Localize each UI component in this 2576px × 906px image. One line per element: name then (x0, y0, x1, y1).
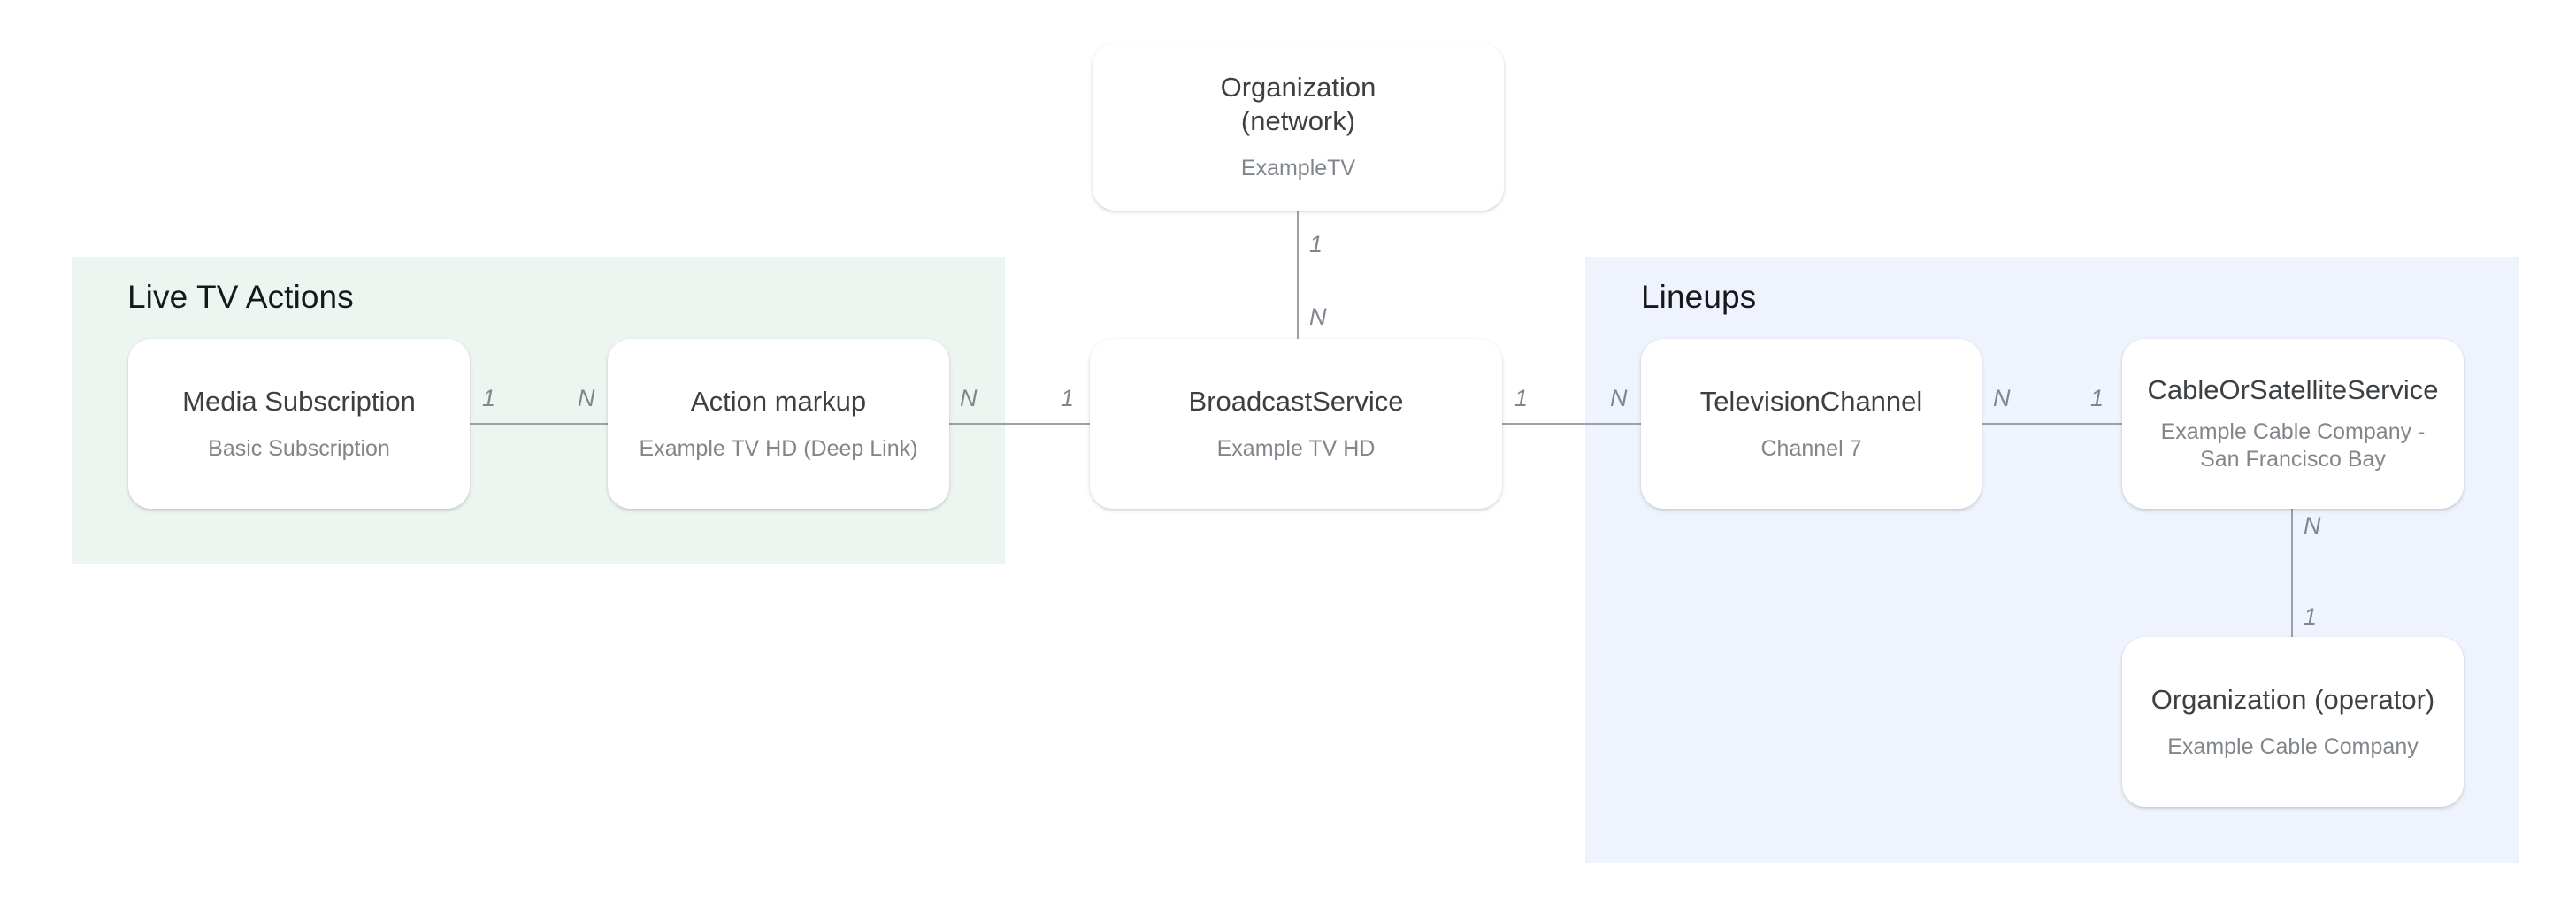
entity-card-cable-or-satellite-service[interactable]: CableOrSatelliteService Example Cable Co… (2122, 339, 2464, 509)
entity-subtitle-television-channel: Channel 7 (1760, 435, 1862, 461)
group-title-live-tv-actions: Live TV Actions (127, 279, 354, 315)
entity-title-media-subscription: Media Subscription (182, 385, 416, 417)
connector-media-subscription-to-action-markup (469, 423, 610, 425)
entity-title-organization-operator: Organization (operator) (2150, 683, 2435, 715)
entity-card-broadcast-service[interactable]: BroadcastService Example TV HD (1090, 339, 1502, 509)
cardinality-action-markup-in: N (578, 385, 595, 411)
group-title-lineups: Lineups (1641, 279, 1757, 315)
connector-cable-or-satellite-service-to-organization-operator (2291, 509, 2293, 638)
cardinality-broadcast-service-in-left: 1 (1061, 385, 1075, 411)
cardinality-action-markup-out: N (960, 385, 978, 411)
connector-action-markup-to-broadcast-service (947, 423, 1092, 425)
entity-title-television-channel: TelevisionChannel (1699, 385, 1923, 417)
connector-broadcast-service-to-television-channel (1501, 423, 1643, 425)
entity-title-action-markup: Action markup (690, 385, 867, 417)
entity-card-organization-operator[interactable]: Organization (operator) Example Cable Co… (2122, 637, 2464, 807)
cardinality-television-channel-out: N (1993, 385, 2011, 411)
entity-card-television-channel[interactable]: TelevisionChannel Channel 7 (1641, 339, 1982, 509)
entity-card-organization-network[interactable]: Organization (network) ExampleTV (1092, 42, 1504, 211)
connector-television-channel-to-cable-or-satellite-service (1981, 423, 2123, 425)
cardinality-broadcast-service-in-top: N (1309, 303, 1327, 330)
entity-card-action-markup[interactable]: Action markup Example TV HD (Deep Link) (608, 339, 949, 509)
entity-subtitle-media-subscription: Basic Subscription (208, 435, 390, 461)
connector-organization-network-to-broadcast-service (1297, 211, 1299, 340)
entity-title-broadcast-service: BroadcastService (1188, 385, 1404, 417)
entity-title-organization-network: Organization (network) (1220, 72, 1376, 136)
cardinality-cable-or-satellite-service-in: 1 (2090, 385, 2104, 411)
entity-card-media-subscription[interactable]: Media Subscription Basic Subscription (128, 339, 470, 509)
cardinality-media-subscription-out: 1 (482, 385, 496, 411)
entity-subtitle-action-markup: Example TV HD (Deep Link) (639, 435, 918, 461)
cardinality-cable-or-satellite-service-out: N (2304, 512, 2321, 539)
cardinality-organization-operator-in: 1 (2304, 603, 2318, 630)
cardinality-television-channel-in: N (1610, 385, 1628, 411)
entity-subtitle-organization-operator: Example Cable Company (2167, 733, 2419, 759)
entity-subtitle-broadcast-service: Example TV HD (1216, 435, 1376, 461)
cardinality-organization-network-out: 1 (1309, 231, 1323, 257)
cardinality-broadcast-service-out: 1 (1514, 385, 1529, 411)
entity-subtitle-organization-network: ExampleTV (1240, 155, 1356, 180)
entity-subtitle-cable-or-satellite-service: Example Cable Company - San Francisco Ba… (2160, 419, 2426, 472)
entity-title-cable-or-satellite-service: CableOrSatelliteService (2147, 374, 2439, 406)
